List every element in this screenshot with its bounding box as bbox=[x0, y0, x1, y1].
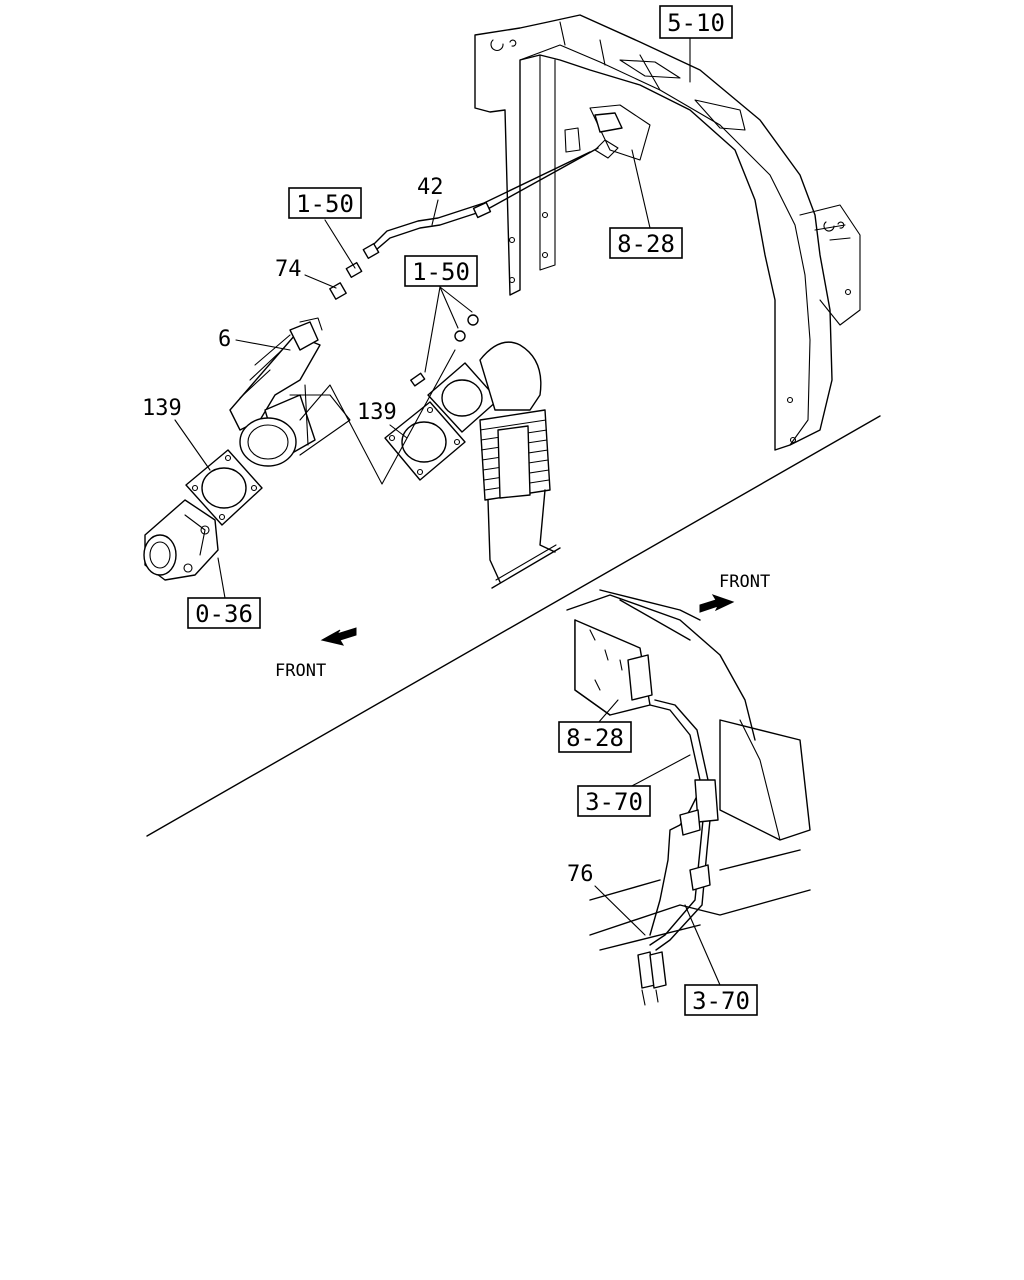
ref-box-3-70-lower: 3-70 bbox=[684, 984, 758, 1016]
ref-box-0-36: 0-36 bbox=[187, 597, 261, 629]
gasket-left bbox=[185, 449, 263, 526]
callout-139-right: 139 bbox=[357, 400, 397, 425]
gasket-right bbox=[384, 401, 466, 481]
ref-label-8-28-lower: 8-28 bbox=[566, 724, 624, 752]
ref-label-3-70-upper: 3-70 bbox=[585, 788, 643, 816]
ref-label-5-10: 5-10 bbox=[667, 9, 725, 37]
lower-view-frame bbox=[566, 589, 811, 951]
ref-label-3-70-lower: 3-70 bbox=[692, 987, 750, 1015]
callout-6: 6 bbox=[218, 327, 231, 352]
exhaust-brake-valve bbox=[229, 317, 351, 467]
ref-box-8-28-top: 8-28 bbox=[609, 227, 683, 259]
ref-box-8-28-lower: 8-28 bbox=[558, 721, 632, 753]
exhaust-elbow bbox=[143, 499, 219, 581]
pipe-42-assembly bbox=[329, 147, 599, 300]
front-label-right: FRONT bbox=[719, 572, 770, 592]
exhaust-flex-pipe bbox=[410, 314, 561, 589]
cab-frame bbox=[474, 14, 861, 451]
ref-box-1-50-right: 1-50 bbox=[404, 255, 478, 287]
callout-76: 76 bbox=[567, 862, 594, 887]
leader-lines-top bbox=[174, 34, 691, 599]
callout-74: 74 bbox=[275, 257, 302, 282]
ref-box-3-70-upper: 3-70 bbox=[577, 785, 651, 817]
front-arrow-left bbox=[320, 627, 357, 646]
view-divider-line bbox=[146, 415, 881, 837]
callout-42: 42 bbox=[417, 175, 444, 200]
ref-label-8-28-top: 8-28 bbox=[617, 230, 675, 258]
front-arrow-right bbox=[699, 594, 735, 613]
callout-139-left: 139 bbox=[142, 396, 182, 421]
ref-label-1-50-right: 1-50 bbox=[412, 258, 470, 286]
ref-label-0-36: 0-36 bbox=[195, 600, 253, 628]
ref-label-1-50-left: 1-50 bbox=[296, 190, 354, 218]
lower-view-pipes bbox=[637, 699, 719, 1006]
ref-box-5-10: 5-10 bbox=[659, 5, 733, 39]
ref-box-1-50-left: 1-50 bbox=[288, 187, 362, 219]
front-label-left: FRONT bbox=[275, 661, 326, 681]
